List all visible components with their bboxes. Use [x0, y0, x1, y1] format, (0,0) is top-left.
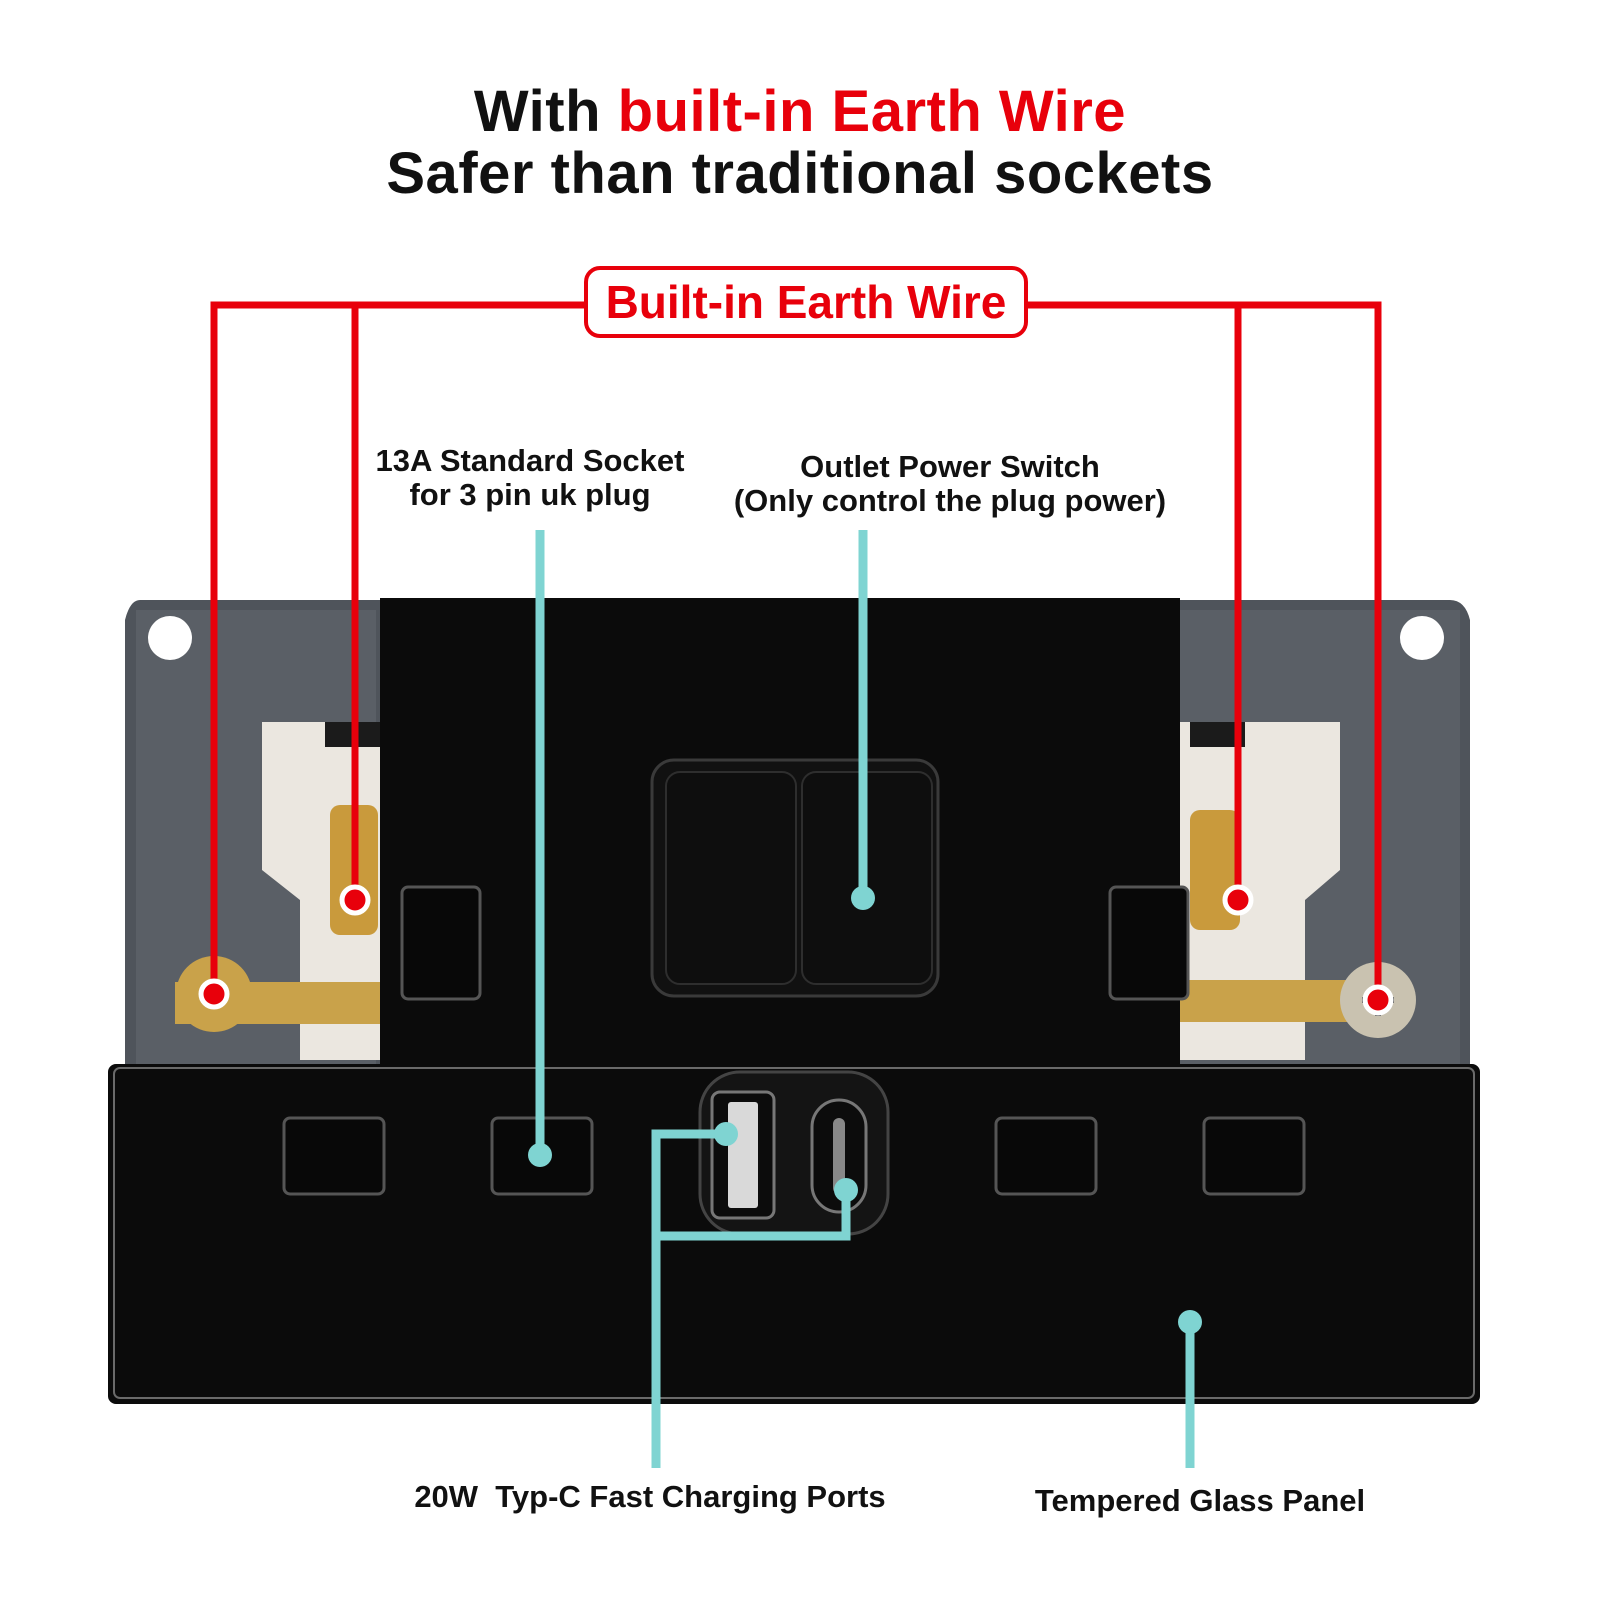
earth-wire-callout: Built-in Earth Wire — [584, 266, 1028, 338]
power-switches — [650, 758, 940, 998]
headline-prefix: With — [473, 79, 618, 144]
switch-callout-line-2: (Only control the plug power) — [733, 483, 1167, 518]
glass-callout-label: Tempered Glass Panel — [1034, 1483, 1366, 1518]
earth-wire-callout-lines — [210, 301, 1382, 1000]
socket-callout-label: 13A Standard Socket for 3 pin uk plug — [360, 444, 700, 512]
socket-callout-line-2: for 3 pin uk plug — [409, 477, 651, 512]
headline-line-1: With built-in Earth Wire — [0, 78, 1600, 145]
rocker-switch-left[interactable] — [665, 771, 797, 985]
feature-callout-dots — [528, 886, 1202, 1334]
switch-callout-label: Outlet Power Switch (Only control the pl… — [700, 450, 1200, 518]
live-pin-hole-right — [994, 1116, 1098, 1196]
earth-pin-hole-left — [400, 885, 482, 1001]
neutral-pin-hole-right — [1202, 1116, 1306, 1196]
mounting-hole-right — [1400, 616, 1444, 660]
right-terminal-housing — [1180, 722, 1416, 1060]
earth-wire-callout-dots — [198, 884, 1394, 1016]
usb-ports — [698, 1070, 890, 1236]
feature-callout-lines — [535, 530, 1195, 1468]
mounting-hole-left — [148, 616, 192, 660]
socket-callout-line-1: 13A Standard Socket — [375, 443, 685, 478]
headline-line-2: Safer than traditional sockets — [386, 141, 1214, 206]
live-pin-hole-left — [282, 1116, 386, 1196]
socket-pin-holes — [282, 885, 1306, 1196]
usb-callout-label: 20W Typ-C Fast Charging Ports — [414, 1479, 886, 1514]
earth-pin-hole-right — [1108, 885, 1190, 1001]
headline-highlight: built-in Earth Wire — [617, 79, 1127, 144]
switch-callout-line-1: Outlet Power Switch — [800, 449, 1100, 484]
